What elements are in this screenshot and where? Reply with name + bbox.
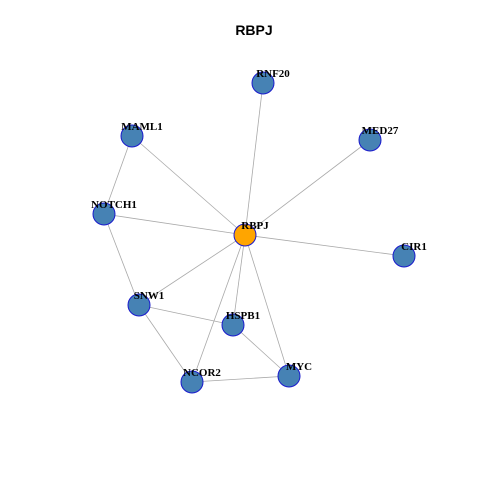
- node-notch1: [92, 202, 116, 226]
- edge-rbpj-myc: [244, 234, 290, 377]
- node-label-med27: MED27: [362, 125, 399, 137]
- edge-rbpj-rnf20: [244, 82, 264, 236]
- edge-snw1-hspb1: [138, 304, 234, 326]
- node-rnf20: [251, 71, 275, 95]
- edges-layer: [103, 82, 405, 383]
- node-label-myc: MYC: [286, 361, 312, 373]
- edge-rbpj-maml1: [131, 135, 246, 236]
- edge-ncor2-myc: [191, 375, 290, 383]
- node-maml1: [120, 124, 144, 148]
- node-label-cir1: CIR1: [401, 241, 427, 253]
- nodes-layer: [92, 71, 416, 394]
- node-label-ncor2: NCOR2: [183, 367, 221, 379]
- node-ncor2: [180, 370, 204, 394]
- edge-rbpj-hspb1: [232, 234, 246, 326]
- edge-rbpj-cir1: [244, 234, 405, 257]
- diagram-title: RBPJ: [235, 22, 272, 38]
- node-cir1: [392, 244, 416, 268]
- node-hspb1: [221, 313, 245, 337]
- edge-hspb1-myc: [232, 324, 290, 377]
- node-snw1: [127, 293, 151, 317]
- node-label-hspb1: HSPB1: [226, 310, 260, 322]
- edge-rbpj-snw1: [138, 234, 246, 306]
- edge-rbpj-med27: [244, 139, 371, 236]
- node-label-rbpj: RBPJ: [241, 220, 269, 232]
- edge-snw1-ncor2: [138, 304, 193, 383]
- node-label-rnf20: RNF20: [256, 68, 290, 80]
- edge-rbpj-notch1: [103, 213, 246, 236]
- node-label-maml1: MAML1: [121, 121, 163, 133]
- node-myc: [277, 364, 301, 388]
- node-med27: [358, 128, 382, 152]
- edge-rbpj-ncor2: [191, 234, 246, 383]
- edge-maml1-notch1: [103, 135, 133, 215]
- node-label-snw1: SNW1: [134, 290, 165, 302]
- node-rbpj: [233, 223, 257, 247]
- edge-notch1-snw1: [103, 213, 140, 306]
- node-label-notch1: NOTCH1: [91, 199, 137, 211]
